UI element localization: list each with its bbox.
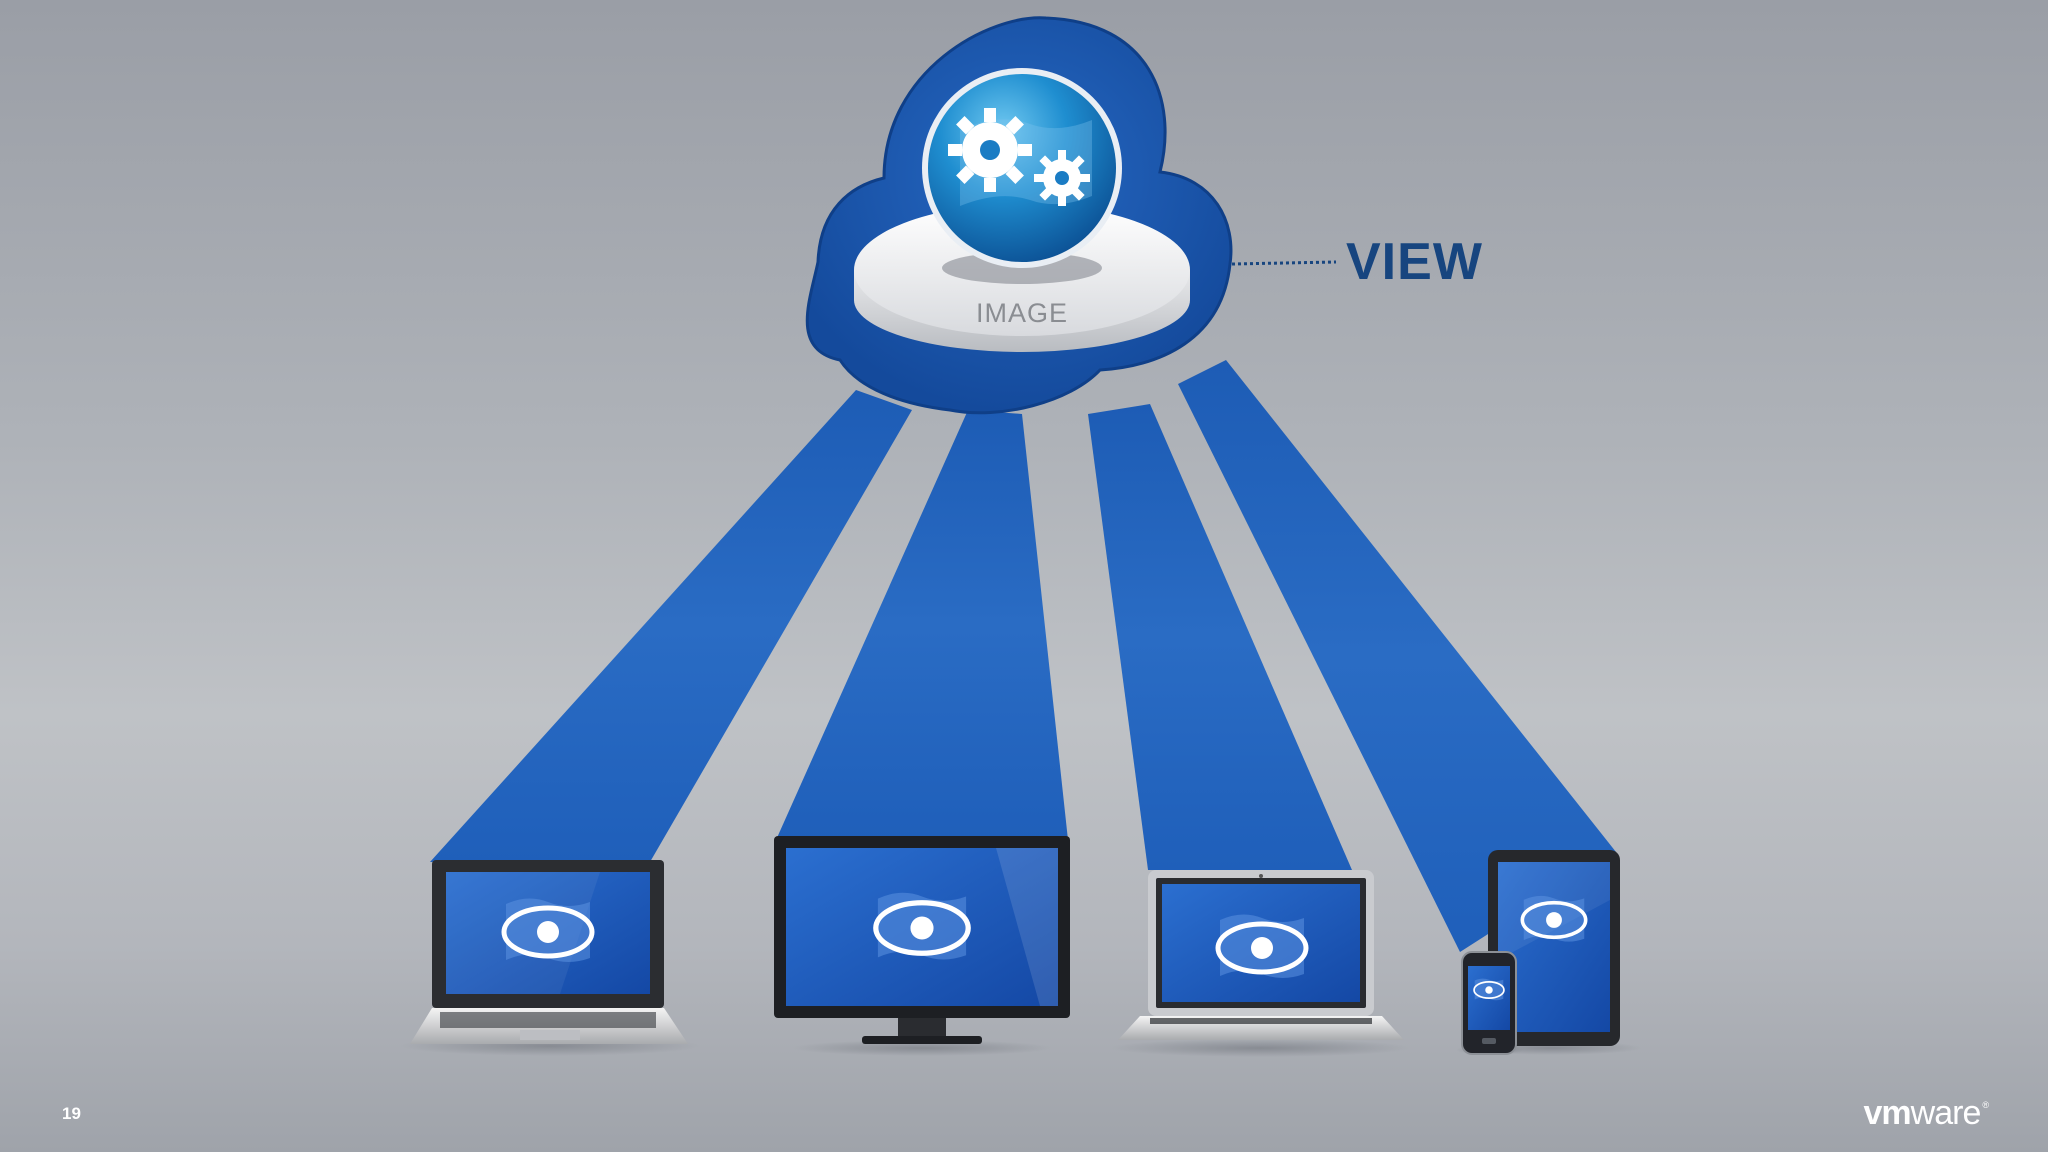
beam-laptop: [430, 390, 912, 862]
vmware-logo: vmware®: [1863, 1094, 1989, 1133]
beam-monitor: [776, 410, 1068, 840]
windows-eye-icon: [1520, 894, 1588, 944]
beam-tablet: [1178, 360, 1616, 952]
slide-number: 19: [62, 1104, 81, 1123]
logo-trademark: ®: [1982, 1100, 1989, 1110]
logo-part-vm: vm: [1863, 1094, 1912, 1132]
image-label: IMAGE: [976, 298, 1068, 328]
logo-part-ware: ware: [1910, 1094, 1982, 1132]
laptop-device: [400, 860, 700, 1056]
callout-dotted-line: [1231, 260, 1337, 266]
macbook-device: [1110, 870, 1410, 1057]
windows-eye-icon: [876, 893, 968, 960]
view-label: VIEW: [1346, 233, 1483, 291]
beam-macbook: [1088, 404, 1352, 870]
smartphone-device: [1456, 951, 1524, 1055]
connection-beams: [430, 360, 1616, 952]
monitor-device: [774, 836, 1070, 1056]
windows-eye-icon: [504, 898, 592, 962]
windows-eye-icon: [1473, 977, 1505, 1002]
tablet-device: [1462, 850, 1642, 1055]
large-gear-icon: [948, 108, 1032, 192]
image-disk: [854, 204, 1190, 352]
gears-sphere-icon: [922, 68, 1122, 268]
windows-eye-icon: [1218, 914, 1306, 978]
small-gear-icon: [1034, 150, 1090, 206]
